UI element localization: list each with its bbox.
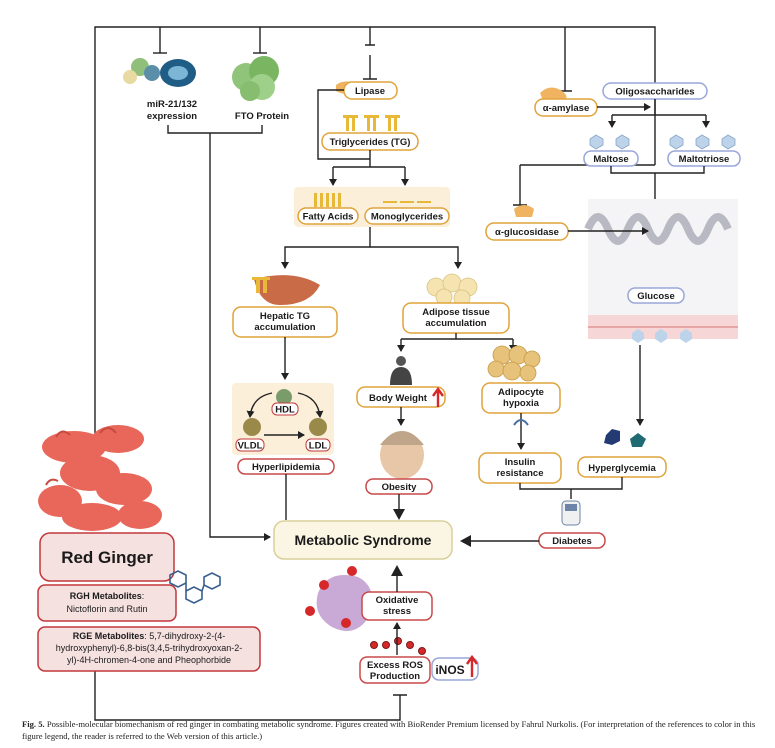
fto-illustration [232,56,279,101]
diabetes-node: Diabetes [538,532,606,549]
tg-icons [343,115,400,131]
svg-text:Triglycerides (TG): Triglycerides (TG) [330,137,411,148]
increase-arrow-weight [432,386,444,407]
molecule-icon [169,570,221,604]
monoglycerides-node: Monoglycerides [364,207,450,225]
inos-node: iNOS [431,657,479,681]
svg-text:LDL: LDL [309,441,328,452]
oligosaccharides-node: Oligosaccharides [602,82,708,100]
amylase-node: α-amylase [534,87,598,117]
receptor-icon [513,419,529,426]
maltotriose-node: Maltotriose [667,150,741,167]
figure-caption: Fig. 5. Possible-molecular biomechanism … [22,718,762,742]
red-ginger-title: Red Ginger [39,532,175,582]
svg-text:Hyperlipidemia: Hyperlipidemia [252,462,321,473]
liver-illustration [252,275,320,305]
svg-text:Nictoflorin and Rutin: Nictoflorin and Rutin [66,604,147,614]
increase-arrow-inos [466,654,478,677]
caption-text: Possible-molecular biomechanism of red g… [22,719,756,741]
svg-text:Fatty Acids: Fatty Acids [303,212,354,223]
svg-text:α-glucosidase: α-glucosidase [495,227,559,238]
fatty-acids-node: Fatty Acids [297,207,359,225]
intestine-illustration [584,199,738,343]
glucose-node: Glucose [627,287,685,304]
adipocyte-illustration [487,345,541,382]
metabolic-syndrome-node: Metabolic Syndrome [273,520,453,560]
svg-text:yl)-4H-chromen-4-one and Pheop: yl)-4H-chromen-4-one and Pheophorbide [67,655,231,665]
svg-text:hydroxyphenyl)-6,8-bis(3,4,5-t: hydroxyphenyl)-6,8-bis(3,4,5-trihydroxyo… [56,643,243,653]
svg-text:Body Weight: Body Weight [369,393,428,404]
svg-text:α-amylase: α-amylase [543,103,590,114]
hyperglycemia-node: Hyperglycemia [577,456,667,478]
cell-damage-illustration [305,566,377,631]
svg-text:Maltose: Maltose [593,154,628,165]
glucometer-icon [561,500,581,526]
fatty-acid-icons [314,193,431,207]
rgh-metabolites: RGH Metabolites: Nictoflorin and Rutin [37,584,177,622]
glucose-hexagons [604,429,646,447]
caption-label: Fig. 5. [22,719,45,729]
svg-text:Red Ginger: Red Ginger [61,548,153,567]
svg-text:VLDL: VLDL [238,441,263,452]
vldl-label: VLDL [235,438,265,452]
lipoprotein-icons [243,389,327,439]
hyperlipidemia-node: Hyperlipidemia [237,458,335,475]
svg-text:Oligosaccharides: Oligosaccharides [615,87,694,98]
svg-text:Diabetes: Diabetes [552,536,592,547]
rge-metabolites: RGE Metabolites: 5,7-dihydroxy-2-(4- hyd… [37,626,261,672]
lipase-node: Lipase [336,81,398,100]
fto-label: FTO Protein [235,111,289,122]
svg-text:Obesity: Obesity [382,482,418,493]
body-weight-node: Body Weight [356,386,446,408]
svg-text:RGE Metabolites: 5,7-dihydroxy: RGE Metabolites: 5,7-dihydroxy-2-(4- [73,631,226,641]
svg-text:RGH Metabolites:: RGH Metabolites: [70,591,145,601]
svg-text:Monoglycerides: Monoglycerides [371,212,443,223]
svg-text:Hyperglycemia: Hyperglycemia [588,463,656,474]
red-ginger-illustration [38,425,162,531]
ldl-label: LDL [305,438,331,452]
svg-text:Lipase: Lipase [355,86,385,97]
person-icon [390,356,412,385]
svg-text:Metabolic Syndrome: Metabolic Syndrome [295,532,432,548]
adipose-illustration [426,273,478,307]
obese-face-illustration [380,431,424,479]
svg-text:Maltotriose: Maltotriose [679,154,730,165]
mir-illustration [123,58,196,87]
maltose-icons [589,134,736,150]
hdl-label: HDL [271,402,299,416]
glucosidase-node: α-glucosidase [485,205,569,241]
lipoprotein-panel [232,383,334,455]
ros-molecules-icon [370,637,426,655]
maltose-node: Maltose [583,150,639,167]
obesity-node: Obesity [365,478,433,495]
tg-node: Triglycerides (TG) [321,132,419,151]
svg-text:HDL: HDL [275,405,295,416]
svg-text:Glucose: Glucose [637,291,675,302]
svg-text:iNOS: iNOS [435,663,464,677]
